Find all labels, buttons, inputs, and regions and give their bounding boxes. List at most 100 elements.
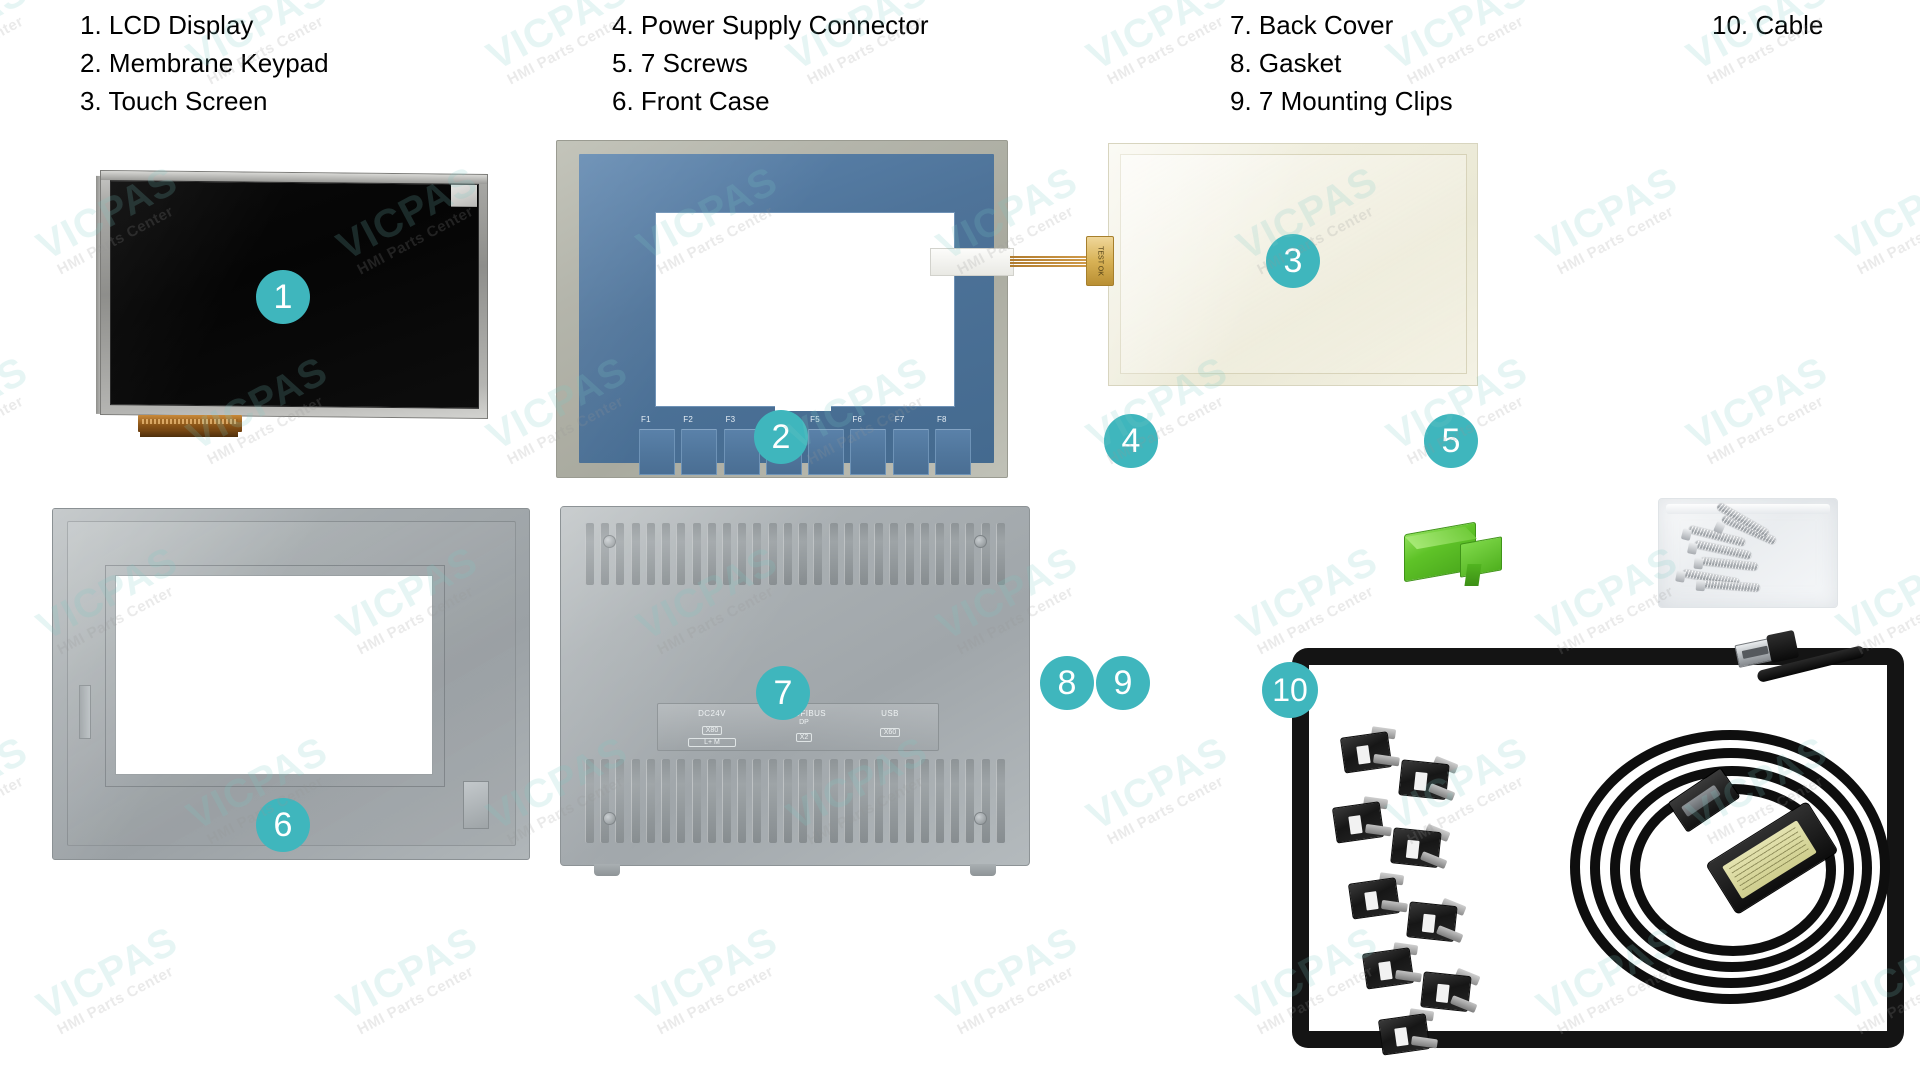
back-cover-screw-hole [974,535,987,548]
clip-slot [1405,839,1420,859]
legend-item: 1. LCD Display [80,6,329,44]
front-case-window-lip [105,565,445,787]
back-cover-vent-slot [706,759,716,843]
front-case-left-tab [79,685,91,739]
back-cover-vent-slot [858,759,868,843]
back-cover-vent-slot [600,759,610,843]
mounting-clip [1394,753,1460,805]
watermark-brand: VICPAS [1530,158,1685,269]
watermark-tagline: HMI Parts Center [1104,772,1227,849]
legend-item-label: 7 Mounting Clips [1258,86,1453,116]
badge-10-cable[interactable]: 10 [1262,662,1318,718]
keypad-key-f3[interactable]: F3 [723,415,760,475]
legend-item-number: 10. [1712,10,1749,40]
badge-3-touch-screen[interactable]: 3 [1266,234,1320,288]
flex-trace [1010,256,1110,258]
keypad-screen-cutout [655,212,955,407]
back-cover-vent-slot [889,523,899,585]
legend-item-number: 2. [80,48,102,78]
clip-slot [1435,983,1450,1003]
watermark-tagline: HMI Parts Center [1254,582,1377,659]
front-case-window-cutout [115,575,433,775]
back-cover-vent-slot [630,523,640,585]
clip-body [1347,877,1401,920]
mounting-clip [1327,794,1395,848]
watermark-tagline: HMI Parts Center [1854,583,1920,659]
badge-9-mounting-clips[interactable]: 9 [1096,656,1150,710]
legend-item-number: 8. [1230,48,1252,78]
badge-2-membrane-keypad[interactable]: 2 [754,410,808,464]
keypad-key-label: F2 [683,415,693,424]
flex-trace [1010,265,1110,267]
screw-head [1693,557,1704,570]
legend-column-3: 7. Back Cover 8. Gasket 9. 7 Mounting Cl… [1230,6,1453,120]
legend-item: 8. Gasket [1230,44,1453,82]
back-cover-vent-slot [919,759,929,843]
clip-body [1377,1013,1431,1056]
back-cover-vent-slot [950,523,960,585]
back-cover-vent-slot [767,759,777,843]
clip-body [1361,947,1415,990]
back-cover-vent-slot [676,759,686,843]
legend-item: 5. 7 Screws [612,44,929,82]
back-cover-vent-slot [858,523,868,585]
back-cover-vent-slot [676,523,686,585]
back-cover-vent-slot [615,759,625,843]
back-cover-vent-slot [691,759,701,843]
keypad-key-f1[interactable]: F1 [639,415,675,475]
back-cover-foot [594,864,620,876]
keypad-key-f2[interactable]: F2 [681,415,718,475]
clip-slot [1394,1027,1409,1047]
back-cover-vent-slot [874,759,884,843]
keypad-key-f6[interactable]: F6 [850,415,887,475]
legend-item-label: Touch Screen [108,86,268,116]
back-cover-vent-slot [995,759,1005,843]
port-group-usb: USB X60 [854,709,926,739]
clip-slot [1421,913,1436,933]
badge-1-lcd-display[interactable]: 1 [256,270,310,324]
usb-strain-relief [1766,629,1800,664]
back-cover-vent-slot [721,523,731,585]
keypad-key-f8[interactable]: F8 [934,415,971,475]
badge-5-screws[interactable]: 5 [1424,414,1478,468]
touch-screen-flex-cable [1010,254,1110,269]
legend-item-number: 9. [1230,86,1252,116]
mounting-clip [1343,870,1411,924]
cable-part [1560,629,1890,1020]
watermark-brand: VICPAS [630,918,785,1029]
back-cover-vent-slot [661,759,671,843]
watermark-brand: VICPAS [1230,538,1385,649]
back-cover-vent-slot [645,523,655,585]
watermark-brand: VICPAS [1080,728,1235,839]
watermark-brand: VICPAS [30,918,185,1029]
back-cover-vent-slot [828,759,838,843]
bag-top-fold [1666,504,1830,514]
back-cover-vent-slot [843,523,853,585]
legend-item: 6. Front Case [612,82,929,120]
badge-8-gasket[interactable]: 8 [1040,656,1094,710]
keypad-key-label: F3 [726,415,736,424]
legend-item: 3. Touch Screen [80,82,329,120]
port-connector-id: X80 [701,726,723,735]
watermark-tagline: HMI Parts Center [1854,203,1920,279]
badge-4-power-supply-connector[interactable]: 4 [1104,414,1158,468]
back-cover-vent-slot [813,759,823,843]
lcd-flex-cable-tail [140,430,238,437]
back-cover-vent-slot [798,523,808,585]
back-cover-vent-slot [889,759,899,843]
legend-item-number: 3. [80,86,102,116]
keypad-key-label: F7 [895,415,905,424]
back-cover-vent-slot [737,759,747,843]
badge-7-back-cover[interactable]: 7 [756,666,810,720]
back-cover-vent-slot [600,523,610,585]
watermark-tagline: HMI Parts Center [0,392,27,469]
keypad-key-f5[interactable]: F5 [808,415,845,475]
port-title: PROFIBUS [762,709,846,718]
badge-6-front-case[interactable]: 6 [256,798,310,852]
keypad-key-f7[interactable]: F7 [892,415,929,475]
